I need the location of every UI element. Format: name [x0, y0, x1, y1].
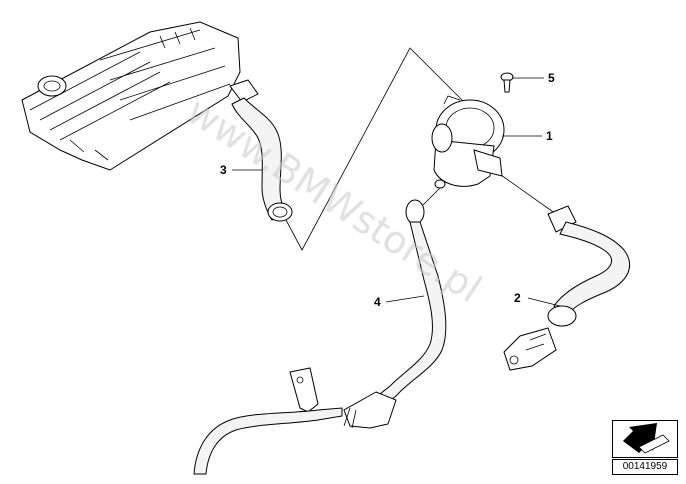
- direction-arrow-box: [612, 420, 678, 458]
- assembly-lines: [285, 47, 557, 251]
- callout-4: 4: [374, 295, 381, 309]
- screw-part-5: [500, 72, 514, 93]
- hose-part-4: [343, 199, 447, 429]
- callout-1: 1: [546, 129, 553, 143]
- callout-3: 3: [220, 163, 227, 177]
- vent-valve-part-1: [431, 95, 505, 189]
- hose-part-2: [503, 205, 630, 371]
- callout-2: 2: [514, 291, 521, 305]
- lower-pipe: [193, 367, 343, 475]
- arrow-icon: [623, 423, 670, 454]
- callout-5: 5: [548, 71, 555, 85]
- callout-leaders: [232, 77, 561, 307]
- valve-cover: [21, 21, 241, 171]
- reference-number: 00141959: [612, 459, 678, 475]
- hose-part-3: [229, 79, 293, 222]
